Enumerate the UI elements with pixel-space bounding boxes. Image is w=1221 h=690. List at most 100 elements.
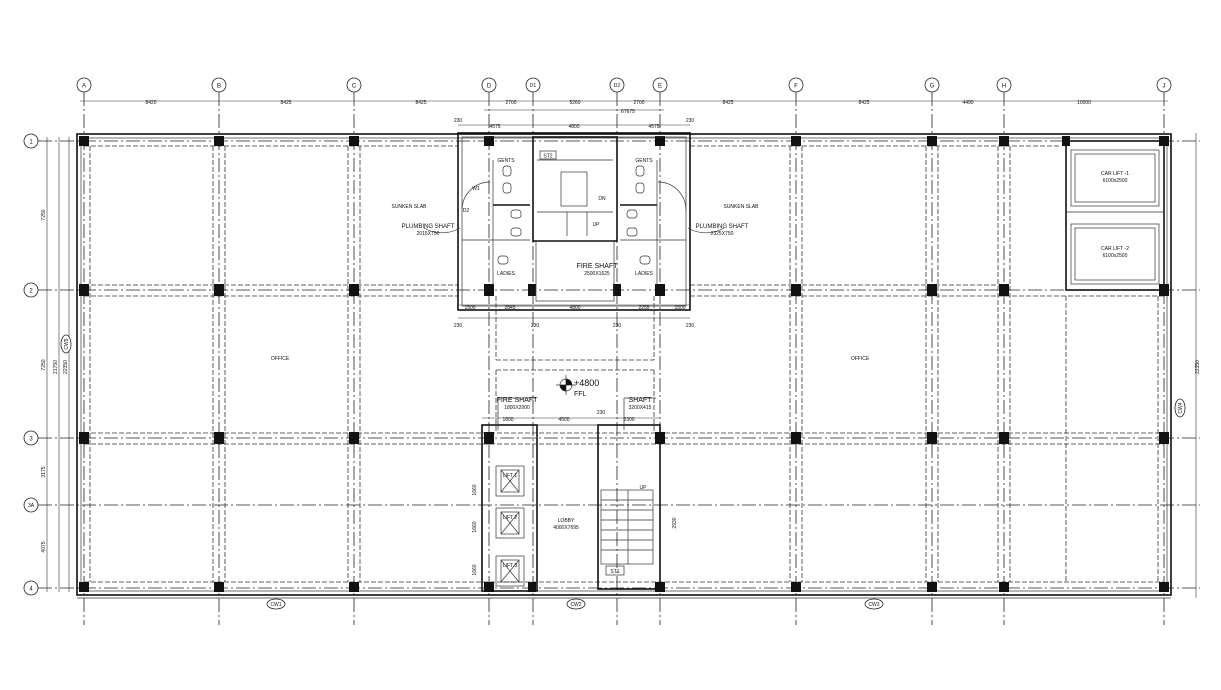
lift-2-label: LIFT 2 xyxy=(503,515,518,521)
dim-lower-1660-a: 1660 xyxy=(472,484,478,495)
cw3-tag: CW3 xyxy=(868,602,879,608)
plumbing-shaft-left: PLUMBING SHAFT xyxy=(402,224,455,230)
level-label: FFL xyxy=(574,391,587,398)
grid-label-1: 1 xyxy=(29,140,33,146)
level-value: +4800 xyxy=(574,378,599,388)
dim-core-230-f: 230 xyxy=(686,323,695,329)
dim-right-overall: 22350 xyxy=(1195,360,1201,374)
dim-top-gh: 4490 xyxy=(962,100,973,106)
dim-core-4800-bottom: 4800 xyxy=(569,305,580,311)
beam-lines xyxy=(84,145,1164,583)
dim-lower-1660-b: 1660 xyxy=(472,521,478,532)
shaft-mid-label: SHAFT xyxy=(629,397,653,404)
grid-label-d: D xyxy=(487,84,492,90)
dim-top-d2e: 2700 xyxy=(633,100,644,106)
sunken-slab-left: SUNKEN SLAB xyxy=(391,204,427,210)
curtain-wall-tags: CW1 CW2 CW3 CW4 CW5 xyxy=(60,334,1186,610)
fire-shaft-top-size: 2500X1625 xyxy=(584,271,610,277)
grid-label-2: 2 xyxy=(29,289,33,295)
shaft-mid-size: 3200X415 xyxy=(629,405,652,411)
grid-label-d1: D1 xyxy=(530,83,537,89)
stair-tag-lower: ST1 xyxy=(610,569,619,575)
car-lift-1-label: CAR LIFT -1 xyxy=(1101,171,1129,177)
right-dimensions: 22350 xyxy=(1195,133,1201,598)
dim-lower-1800: 1800 xyxy=(502,417,513,423)
lift-1-label: LIFT 1 xyxy=(503,473,518,479)
lift-3-label: LIFT 3 xyxy=(503,563,518,569)
grid-label-h: H xyxy=(1002,84,1006,90)
grid-label-3a: 3A xyxy=(28,503,35,509)
fire-shaft-mid-size: 1800X2000 xyxy=(504,405,530,411)
plumbing-shaft-right: PLUMBING SHAFT xyxy=(696,224,749,230)
upper-core: GENTS GENTS LADIES LADIES DN UP ST2 FIRE… xyxy=(423,132,725,311)
w1-tag-left: W1 xyxy=(472,186,480,192)
plumbing-shaft-left-size: 2015X750 xyxy=(417,231,440,237)
grid-label-g: G xyxy=(930,84,935,90)
cw2-tag: CW2 xyxy=(570,602,581,608)
grid-label-e: E xyxy=(658,84,662,90)
dim-core-2255: 2255 xyxy=(638,305,649,311)
left-dimensions: 7250 7250 3175 4075 21750 22350 xyxy=(41,137,70,592)
gents-left-label: GENTS xyxy=(497,158,515,164)
dim-core-230-a: 230 xyxy=(454,118,463,124)
row-grid-bubbles: 1 2 3 3A 4 xyxy=(23,133,39,596)
stair-tag-top: ST2 xyxy=(543,154,552,160)
sunken-slab-right: SUNKEN SLAB xyxy=(723,204,759,210)
cw4-tag: CW4 xyxy=(1178,402,1184,413)
dim-left-23: 7250 xyxy=(41,359,47,370)
stair-up-lower-label: UP xyxy=(640,485,648,491)
ladies-right-label: LADIES xyxy=(635,271,653,277)
stair-dn-label: DN xyxy=(598,196,606,202)
dim-core-230-b: 230 xyxy=(686,118,695,124)
fire-shaft-mid-label: FIRE SHAFT xyxy=(497,397,539,404)
dim-core-230-e: 230 xyxy=(613,323,622,329)
dim-top-overall: 67675 xyxy=(621,109,635,115)
dim-top-hj: 10000 xyxy=(1077,100,1091,106)
dim-left-12: 7250 xyxy=(41,209,47,220)
top-dimensions: 8420 8425 8425 2700 5260 2700 8425 8425 … xyxy=(80,100,1168,115)
dim-core-230-d: 230 xyxy=(531,323,540,329)
upper-core-dimensions: 230 4575 4800 4575 230 1500 2845 4800 22… xyxy=(454,118,695,329)
car-lift-2-label: CAR LIFT -2 xyxy=(1101,246,1129,252)
dim-lower-2300: 2300 xyxy=(623,417,634,423)
dim-top-ab: 8420 xyxy=(145,100,156,106)
dim-core-1500-right: 1500 xyxy=(674,305,685,311)
lower-core: LIFT 1 LIFT 2 LIFT 3 UP ST1 LOBBY 4000X7… xyxy=(472,375,678,592)
grid-label-3: 3 xyxy=(29,437,33,443)
dim-top-fg: 8425 xyxy=(858,100,869,106)
room-labels: SUNKEN SLAB SUNKEN SLAB PLUMBING SHAFT 2… xyxy=(271,204,870,362)
dim-left-overall-2: 22350 xyxy=(63,360,69,374)
dim-top-cd: 8425 xyxy=(415,100,426,106)
car-lifts: CAR LIFT -1 6100x2500 CAR LIFT -2 6100x2… xyxy=(1065,140,1165,291)
plumbing-shaft-right-size: 2325X750 xyxy=(711,231,734,237)
lobby-size: 4000X7695 xyxy=(553,525,579,531)
grid-label-b: B xyxy=(217,84,221,90)
car-lift-2-size: 6100x2500 xyxy=(1103,253,1128,259)
lobby-label: LOBBY xyxy=(558,518,575,524)
dim-top-bc: 8425 xyxy=(280,100,291,106)
dim-left-33a: 3175 xyxy=(41,466,47,477)
car-lift-1-size: 6100x2500 xyxy=(1103,178,1128,184)
dim-top-dd1: 2700 xyxy=(505,100,516,106)
dim-top-d1d2: 5260 xyxy=(569,100,580,106)
dim-core-4575-right: 4575 xyxy=(648,124,659,130)
grid-label-4: 4 xyxy=(29,587,33,593)
grid-label-c: C xyxy=(352,84,357,90)
dim-lower-4500: 4500 xyxy=(558,417,569,423)
grid-label-f: F xyxy=(794,84,798,90)
grid-label-a: A xyxy=(82,84,86,90)
office-right: OFFICE xyxy=(851,356,870,362)
dim-core-2845: 2845 xyxy=(504,305,515,311)
fire-shaft-top-label: FIRE SHAFT xyxy=(577,263,619,270)
outer-walls xyxy=(76,133,1172,599)
dim-core-230-c: 230 xyxy=(454,323,463,329)
dim-lower-1660-c: 1660 xyxy=(472,564,478,575)
dim-core-1500-left: 1500 xyxy=(464,305,475,311)
dim-left-3a4: 4075 xyxy=(41,541,47,552)
dim-core-4575-left: 4575 xyxy=(489,124,500,130)
grid-label-j: J xyxy=(1163,84,1166,90)
ladies-left-label: LADIES xyxy=(497,271,515,277)
horizontal-grid-lines xyxy=(38,140,1200,589)
column-grid-bubbles: A B C D D1 D2 E F G H J xyxy=(76,77,1172,93)
